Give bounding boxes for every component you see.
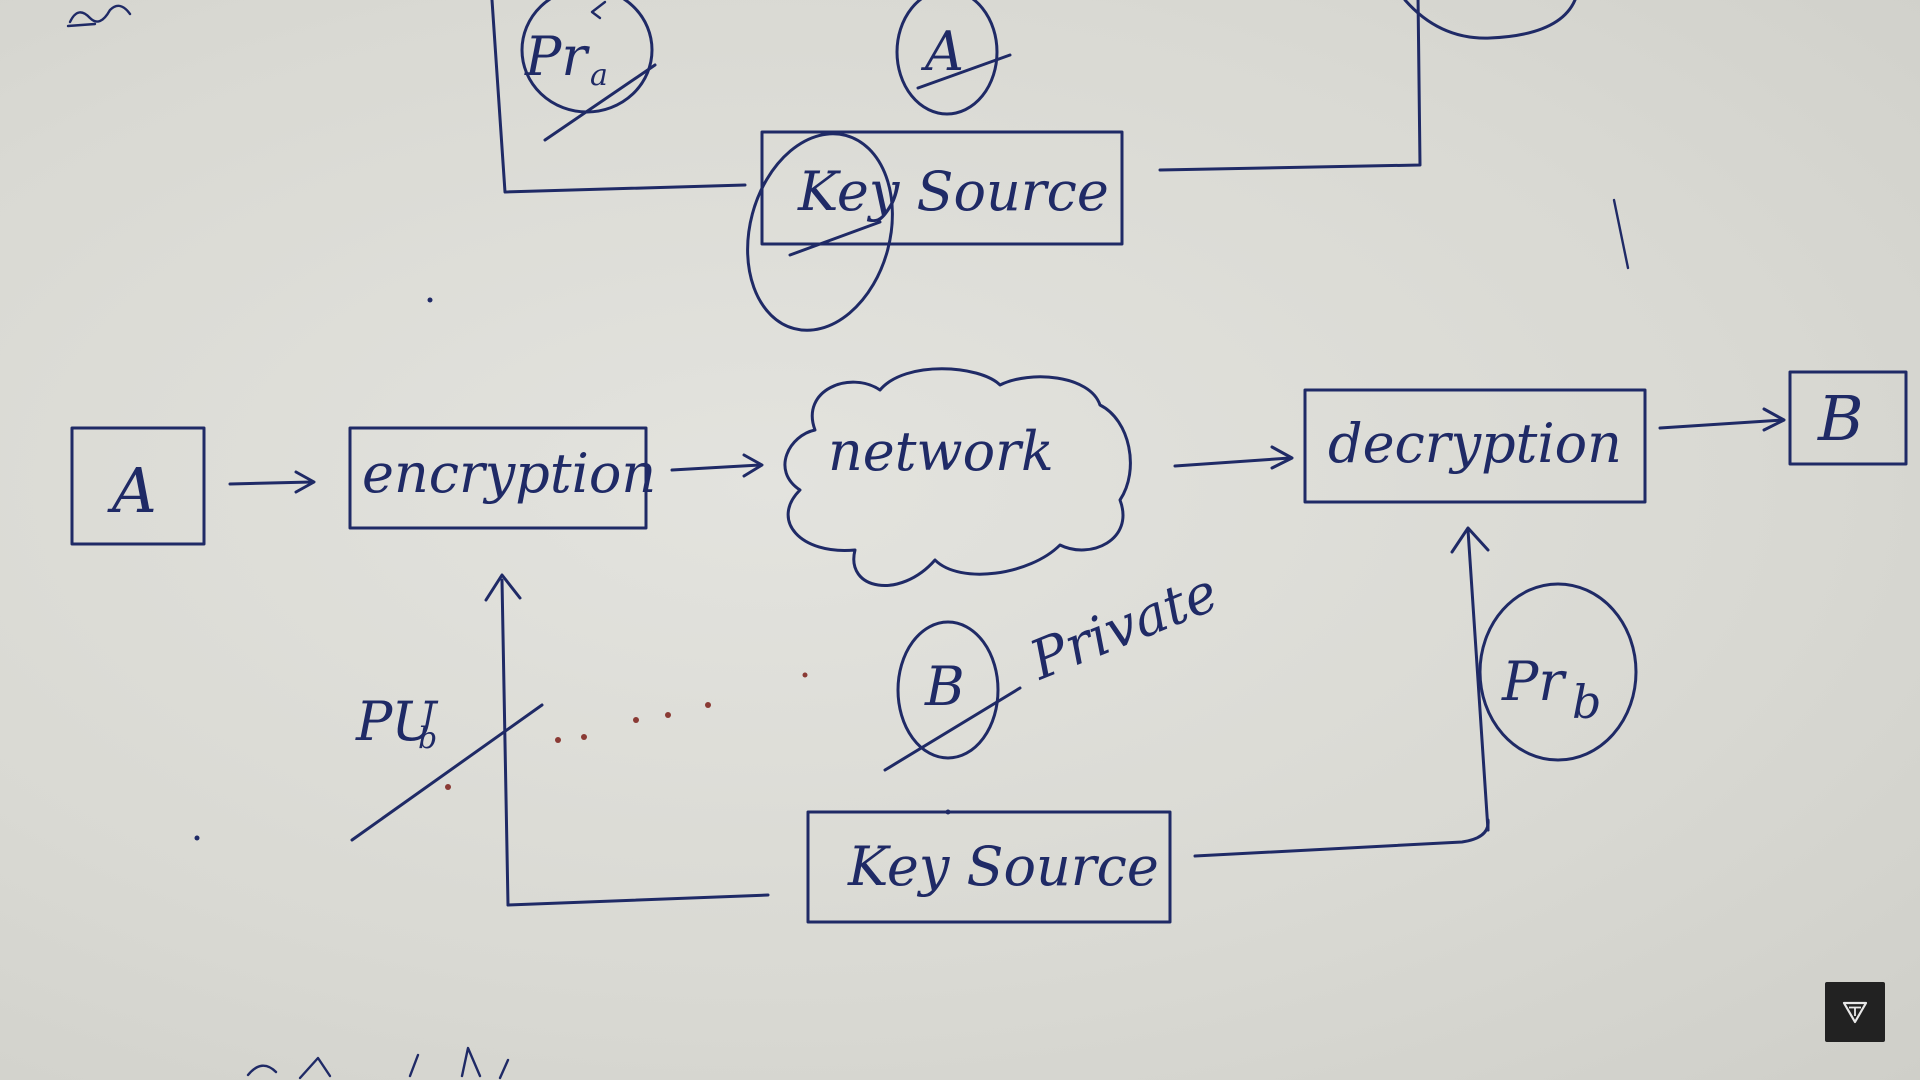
- dotted-trail: [445, 672, 808, 790]
- player-logo-button[interactable]: [1825, 982, 1885, 1042]
- arrow-network-to-decryption: [1173, 445, 1294, 470]
- top-key-source-box: Key Source: [746, 130, 1124, 332]
- arrow-key-to-encryption: [484, 573, 522, 907]
- svg-text:b: b: [418, 721, 437, 756]
- private-label: Private: [1020, 560, 1226, 692]
- partial-top-text: [66, 4, 132, 28]
- top-right-partial-circle: [1403, 0, 1577, 40]
- bottom-right-connector: [1193, 818, 1490, 858]
- top-right-connector: [1158, 0, 1422, 172]
- arrow-a-to-encryption: [228, 470, 316, 494]
- bottom-key-source-box: Key Source: [806, 810, 1172, 924]
- pr-a-circle: Pr a: [520, 0, 657, 142]
- player-logo-icon: [1842, 1001, 1868, 1024]
- arrow-decryption-to-b: [1658, 407, 1786, 432]
- a-top-circle: A: [895, 0, 1012, 116]
- svg-text:encryption: encryption: [362, 442, 656, 505]
- svg-text:Private: Private: [1020, 560, 1226, 692]
- node-a: A: [70, 426, 206, 546]
- decryption-box: decryption: [1303, 388, 1647, 504]
- arrow-encryption-to-network: [670, 453, 764, 478]
- node-b: B: [1788, 370, 1908, 466]
- partial-bottom-text: [246, 1046, 510, 1080]
- svg-text:b: b: [1572, 675, 1601, 729]
- network-cloud: network: [783, 367, 1132, 587]
- svg-text:A: A: [107, 454, 157, 527]
- svg-text:network: network: [828, 420, 1054, 483]
- svg-text:B: B: [924, 655, 965, 718]
- pr-b-circle: Pr b: [1478, 582, 1638, 762]
- svg-text:PU: PU: [355, 690, 438, 753]
- bottom-left-connector: [506, 893, 770, 907]
- svg-text:Pr: Pr: [524, 25, 590, 88]
- svg-text:Key Source: Key Source: [797, 160, 1109, 223]
- svg-text:decryption: decryption: [1328, 412, 1622, 475]
- b-private-circle: B: [883, 620, 1022, 772]
- stray-marks: [194, 198, 1630, 841]
- encryption-box: encryption: [348, 426, 656, 530]
- svg-text:B: B: [1817, 382, 1864, 455]
- arrow-key-to-decryption: [1450, 526, 1490, 832]
- svg-text:a: a: [590, 58, 608, 93]
- svg-text:Key Source: Key Source: [847, 835, 1159, 898]
- top-left-connector: [490, 0, 747, 194]
- svg-text:A: A: [920, 20, 964, 83]
- svg-text:Pr: Pr: [1501, 650, 1567, 713]
- pub-label: PU b: [350, 690, 544, 842]
